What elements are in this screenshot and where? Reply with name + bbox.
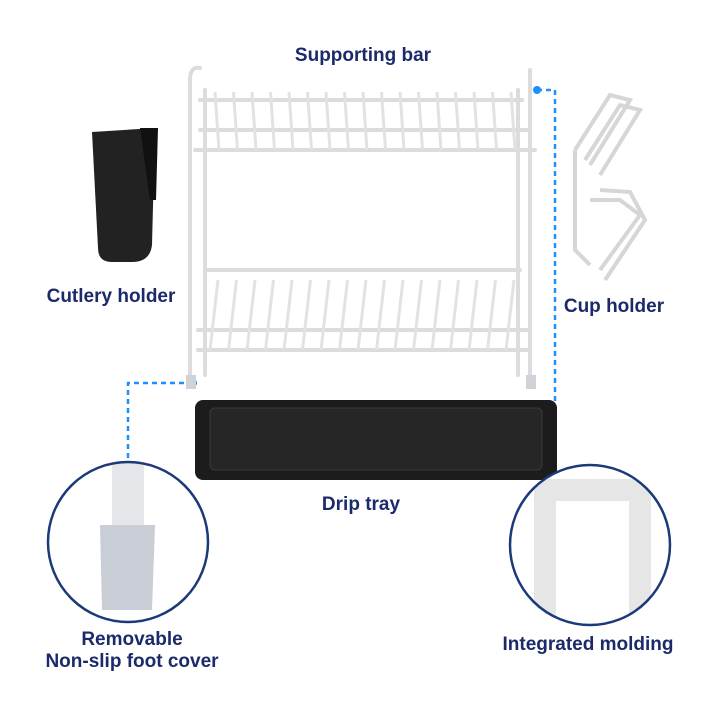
rack-tine bbox=[208, 279, 220, 351]
rack-tine bbox=[264, 279, 275, 351]
rack-tine bbox=[287, 91, 295, 151]
cutlery-holder-image bbox=[92, 128, 158, 262]
label-foot-cover-line1: Removable bbox=[81, 629, 183, 650]
rack-tine bbox=[245, 279, 257, 351]
rack-tine bbox=[454, 91, 461, 151]
label-cup-holder: Cup holder bbox=[563, 296, 665, 317]
label-supporting-bar: Supporting bar bbox=[294, 45, 432, 66]
rack-tine bbox=[361, 91, 369, 151]
dish-rack-image bbox=[188, 65, 537, 382]
rack-tine bbox=[301, 279, 312, 351]
rack-tine bbox=[467, 279, 479, 351]
rack-tine bbox=[227, 279, 238, 351]
label-drip-tray: Drip tray bbox=[321, 494, 401, 515]
rack-tine bbox=[324, 91, 332, 151]
rack-tine bbox=[417, 91, 424, 151]
foot-cover-detail bbox=[46, 460, 210, 624]
rack-tine bbox=[486, 279, 497, 351]
rack-tine bbox=[306, 91, 313, 151]
callout-lines bbox=[126, 88, 557, 463]
label-cutlery-holder: Cutlery holder bbox=[46, 286, 176, 307]
rack-tine bbox=[232, 91, 239, 151]
rack-tine bbox=[504, 279, 516, 351]
rack-tine bbox=[356, 279, 368, 351]
label-foot-cover-line2: Non-slip foot cover bbox=[45, 651, 219, 672]
rack-tine bbox=[380, 91, 387, 151]
rack-tine bbox=[398, 91, 406, 151]
rack-tine bbox=[509, 91, 517, 151]
rack-tine bbox=[319, 279, 331, 351]
drip-tray-image bbox=[195, 400, 557, 480]
cup-holder-image bbox=[573, 92, 648, 282]
rack-tine bbox=[435, 91, 443, 151]
rack-tine bbox=[491, 91, 498, 151]
rack-tine bbox=[449, 279, 460, 351]
rack-tine bbox=[430, 279, 442, 351]
rack-tine bbox=[250, 91, 258, 151]
rack-tine bbox=[338, 279, 349, 351]
rack-tine bbox=[213, 91, 221, 151]
rack-tine bbox=[269, 91, 276, 151]
rack-tine bbox=[282, 279, 294, 351]
label-integrated-molding: Integrated molding bbox=[502, 634, 674, 655]
rack-tine bbox=[343, 91, 350, 151]
molding-detail bbox=[508, 463, 672, 627]
rack-tine bbox=[393, 279, 405, 351]
rack-tine bbox=[375, 279, 386, 351]
rack-tines bbox=[208, 91, 517, 351]
rack-tine bbox=[412, 279, 423, 351]
rack-tine bbox=[472, 91, 480, 151]
